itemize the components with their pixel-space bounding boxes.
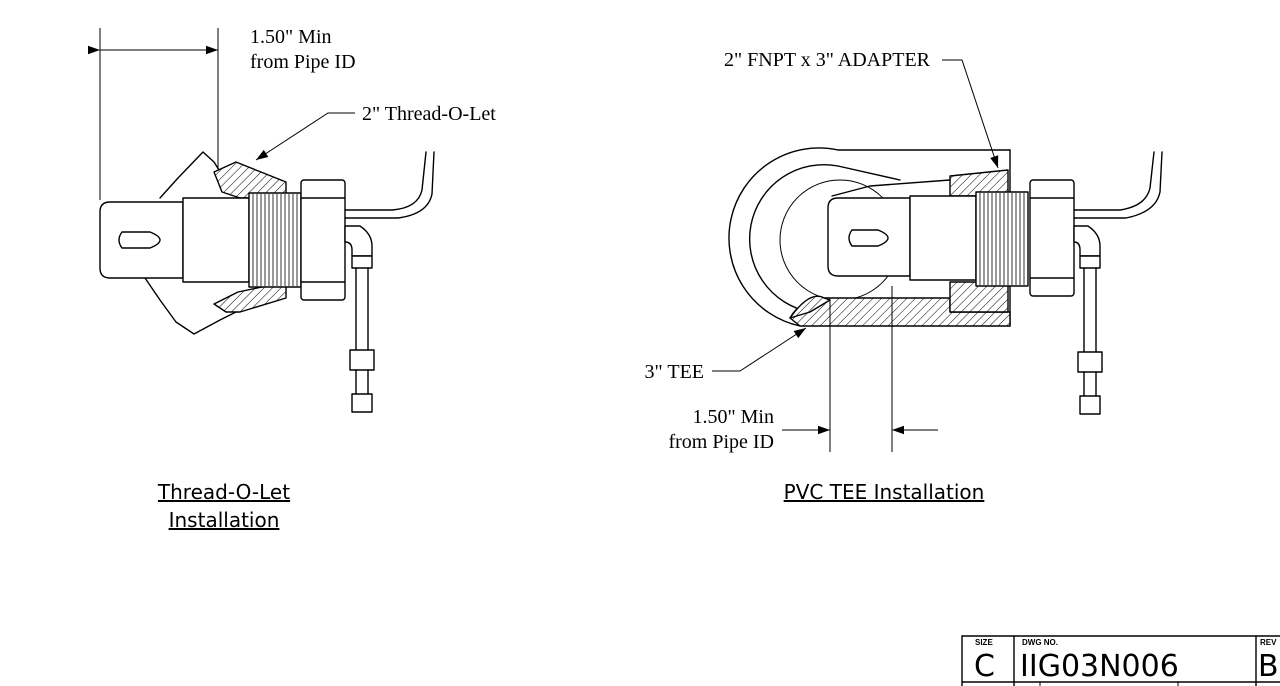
tee-outline [749,163,839,313]
tee-wall-hatch [789,295,831,319]
elbow-fitting [1073,225,1101,257]
tee-label: 3" TEE [645,361,704,383]
cable [1073,151,1155,211]
caption: PVC TEE Installation [784,480,985,504]
leader-line [942,59,999,169]
dimension-sublabel: from Pipe ID [668,431,774,453]
nozzle-body [909,195,977,281]
pvc-tee-view: 2" FNPT x 3" ADAPTER 3" TEE 1.50" Min fr… [645,49,1163,504]
elbow-fitting [344,225,373,257]
pipe-outline [159,151,225,199]
cable [344,151,427,211]
nozzle-tip [99,201,184,279]
dimension-label: 1.50" Min [250,26,332,48]
title-block: SIZE C DWG NO. IIG03N006 REV B [961,635,1280,686]
caption-line-2: Installation [169,508,280,532]
thread-o-let-view: 1.50" Min from Pipe ID [88,26,496,532]
rev-header: REV [1260,638,1277,647]
nozzle-body [182,197,250,283]
tube-fitting [1079,395,1101,415]
tube-fitting [351,393,373,413]
cable [344,151,435,219]
adapter-label: 2" FNPT x 3" ADAPTER [724,49,931,71]
tube-fitting [351,255,373,269]
tee-outline [728,147,839,327]
thread-lines [979,193,1025,285]
dimension-sublabel: from Pipe ID [250,51,356,73]
dimension-label: 1.50" Min [692,406,774,428]
fitting-label: 2" Thread-O-Let [362,103,496,125]
threaded-section [248,192,302,288]
nozzle-tip [827,197,911,277]
nozzle-slot [848,229,889,247]
tube-fitting [1079,255,1101,269]
tube-fitting [1077,351,1103,373]
tube-fitting [349,349,375,371]
rev-value: B [1258,649,1279,684]
dwg-value: IIG03N006 [1020,649,1179,684]
dwg-header: DWG NO. [1022,638,1058,647]
leader-line [712,327,807,372]
size-value: C [974,649,995,684]
nozzle-slot [118,231,161,249]
cable [1073,151,1163,219]
caption-line-1: Thread-O-Let [157,480,290,504]
pipe-outline [144,277,241,335]
size-header: SIZE [975,638,993,647]
threaded-section [975,191,1029,287]
thread-lines [252,194,298,286]
thread-o-let-body-bottom [213,281,287,313]
leader-line [255,112,355,161]
